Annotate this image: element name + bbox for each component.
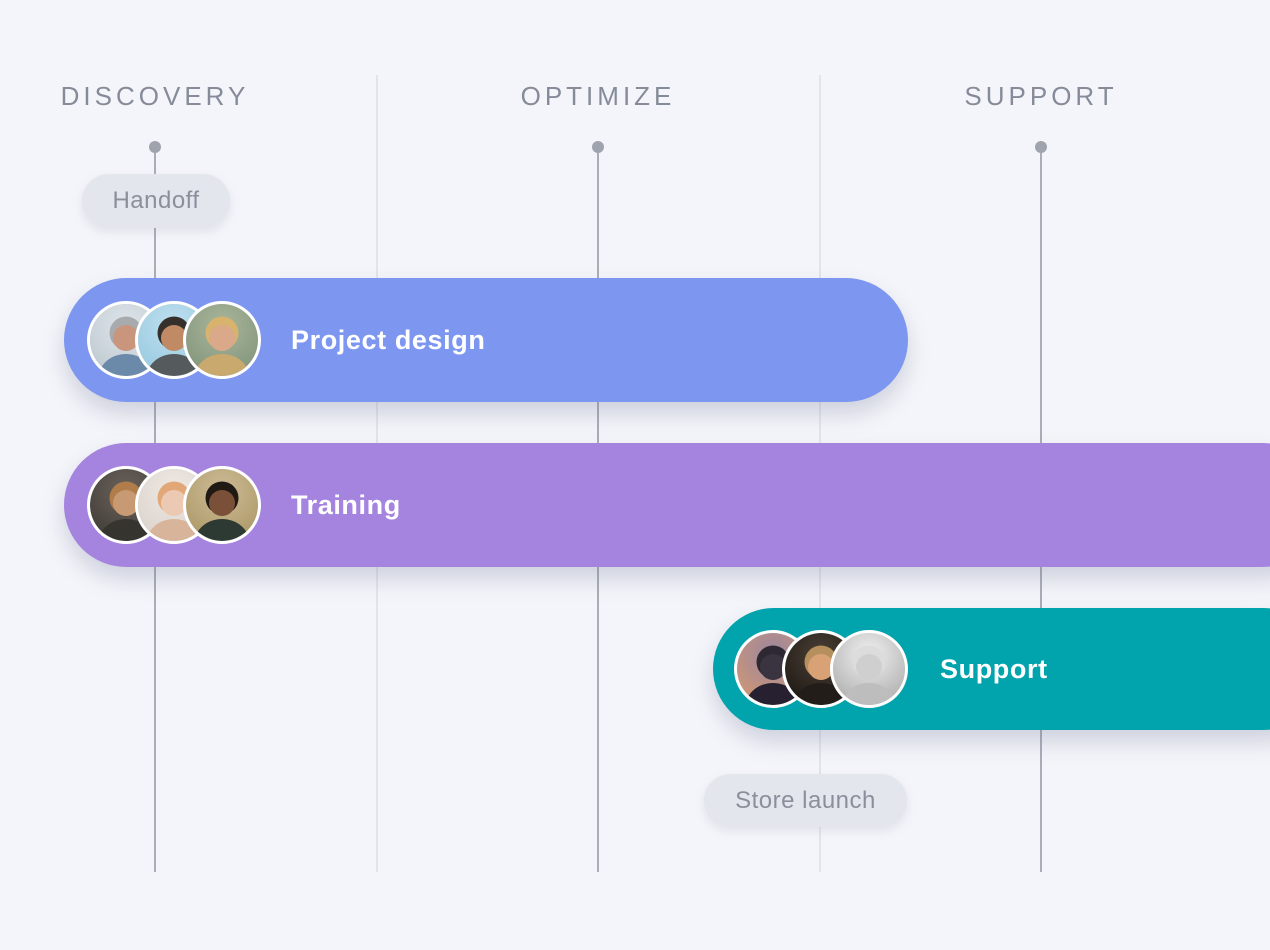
task-bar-support[interactable]: Support [713,608,1270,730]
task-label: Project design [291,324,486,355]
task-bar-project-design[interactable]: Project design [64,278,908,402]
support-marker-dot [1035,141,1047,153]
task-label: Support [940,653,1048,684]
column-header-discovery: DISCOVERY [60,81,250,111]
discovery-marker-dot [149,141,161,153]
avatar-group [87,466,261,544]
avatar-blonde-woman[interactable] [183,301,261,379]
avatar-blonde-woman-bw[interactable] [830,630,908,708]
column-header-optimize: OPTIMIZE [520,81,676,111]
milestone-pill-handoff[interactable]: Handoff [82,174,230,228]
avatar-group [87,301,261,379]
task-bar-training[interactable]: Training [64,443,1270,567]
optimize-marker-dot [592,141,604,153]
milestone-label: Handoff [112,187,200,214]
milestone-pill-store-launch[interactable]: Store launch [704,774,907,827]
column-header-support: SUPPORT [964,81,1118,111]
avatar-group [734,630,908,708]
milestone-label: Store launch [735,786,876,814]
avatar-black-man[interactable] [183,466,261,544]
task-label: Training [291,489,401,520]
